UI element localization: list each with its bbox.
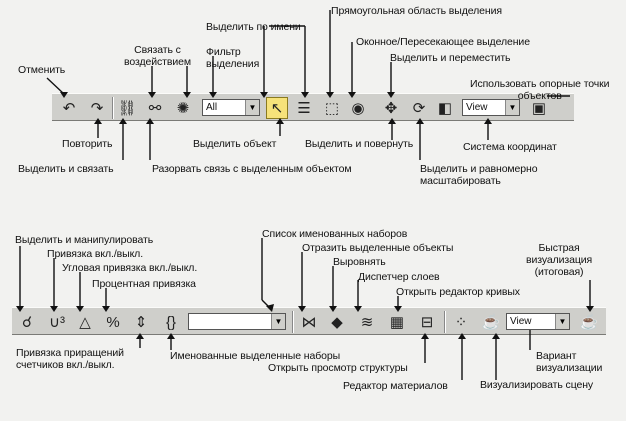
selection-filter-value: All xyxy=(206,102,218,113)
label-select-move: Выделить и переместить xyxy=(390,52,511,64)
render-scene-icon[interactable]: ☕ xyxy=(481,314,501,331)
label-redo: Повторить xyxy=(62,138,113,150)
label-layer-manager: Диспетчер слоев xyxy=(358,271,440,283)
label-spinner-snap: Привязка приращений счетчиков вкл./выкл. xyxy=(16,347,124,371)
select-by-name-icon[interactable]: ☰ xyxy=(297,100,311,117)
main-toolbar-bottom: ☌ ∪³ △ % ⇕ {} ▼ ⋈ ◆ ≋ ▦ ⊟ ⁘ ☕ View ▼ ☕ xyxy=(12,307,606,335)
chevron-down-icon: ▼ xyxy=(245,100,259,115)
label-ref-coord: Система координат xyxy=(463,141,557,153)
label-named-sets-list: Список именованных наборов xyxy=(262,228,408,240)
label-select-object: Выделить объект xyxy=(193,138,277,150)
pivot-center-icon[interactable]: ▣ xyxy=(531,100,547,117)
material-editor-icon[interactable]: ⁘ xyxy=(454,314,468,331)
layer-manager-icon[interactable]: ≋ xyxy=(360,314,374,331)
schematic-view-icon[interactable]: ⊟ xyxy=(420,314,434,331)
label-pivot-center: Использовать опорные точки объектов xyxy=(470,78,610,102)
label-select-scale: Выделить и равномерно масштабировать xyxy=(420,163,538,187)
label-select-manipulate: Выделить и манипулировать xyxy=(15,234,154,246)
window-crossing-icon[interactable]: ◉ xyxy=(351,100,365,117)
unlink-icon[interactable]: ⚯ xyxy=(148,100,162,117)
select-link-icon[interactable]: ⛓ xyxy=(117,100,137,117)
chevron-down-icon: ▼ xyxy=(555,314,569,329)
label-quick-render: Быстрая визуализация (итоговая) xyxy=(526,242,593,278)
label-mirror: Отразить выделенные объекты xyxy=(302,242,454,254)
rect-region-icon[interactable]: ⬚ xyxy=(324,100,340,117)
select-rotate-icon[interactable]: ⟳ xyxy=(412,100,426,117)
percent-snap-icon[interactable]: % xyxy=(106,313,120,331)
label-undo: Отменить xyxy=(18,64,66,76)
label-percent-snap: Процентная привязка xyxy=(92,278,196,290)
select-manipulate-icon[interactable]: ☌ xyxy=(21,314,33,331)
label-snap-toggle: Привязка вкл./выкл. xyxy=(47,248,144,260)
align-icon[interactable]: ◆ xyxy=(331,314,343,331)
bind-space-warp-icon[interactable]: ✺ xyxy=(176,100,190,117)
label-angle-snap: Угловая привязка вкл./выкл. xyxy=(62,262,198,274)
redo-icon[interactable]: ↷ xyxy=(90,100,104,117)
label-unlink: Разорвать связь с выделенным объектом xyxy=(152,163,352,175)
select-move-icon[interactable]: ✥ xyxy=(384,100,398,117)
named-sets-edit-icon[interactable]: {} xyxy=(165,313,177,331)
chevron-down-icon: ▼ xyxy=(271,314,285,329)
curve-editor-icon[interactable]: ▦ xyxy=(389,314,405,331)
label-window-crossing: Оконное/Пересекающее выделение xyxy=(356,36,530,48)
reference-coord-value: View xyxy=(466,102,488,113)
label-curve-editor: Открыть редактор кривых xyxy=(396,286,520,298)
separator xyxy=(112,97,114,119)
label-render-type: Вариант визуализации xyxy=(536,350,603,374)
separator xyxy=(444,311,446,333)
named-sets-dropdown[interactable]: ▼ xyxy=(188,313,286,330)
selection-filter-dropdown[interactable]: All ▼ xyxy=(202,99,260,116)
reference-coord-dropdown[interactable]: View ▼ xyxy=(462,99,520,116)
separator xyxy=(292,311,294,333)
label-schematic-view: Открыть просмотр структуры xyxy=(268,362,408,374)
mirror-icon[interactable]: ⋈ xyxy=(301,314,317,331)
label-render-scene: Визуализировать сцену xyxy=(480,379,594,391)
select-object-icon[interactable]: ↖ xyxy=(266,97,288,119)
render-type-dropdown[interactable]: View ▼ xyxy=(506,313,570,330)
select-scale-icon[interactable]: ◧ xyxy=(437,100,453,117)
label-selection-filter: Фильтр выделения xyxy=(206,46,260,70)
label-rect-region: Прямоугольная область выделения xyxy=(331,5,502,17)
spinner-snap-icon[interactable]: ⇕ xyxy=(134,314,148,331)
snap-toggle-icon[interactable]: ∪³ xyxy=(49,314,65,331)
label-material-editor: Редактор материалов xyxy=(343,380,448,392)
label-select-link: Выделить и связать xyxy=(18,163,114,175)
label-select-by-name: Выделить по имени xyxy=(206,21,301,33)
quick-render-icon[interactable]: ☕ xyxy=(579,314,599,331)
main-toolbar-top: ↶ ↷ ⛓ ⚯ ✺ All ▼ ↖ ☰ ⬚ ◉ ✥ ⟳ ◧ View ▼ ▣ xyxy=(52,93,574,121)
chevron-down-icon: ▼ xyxy=(505,100,519,115)
render-type-value: View xyxy=(510,316,532,327)
label-align: Выровнять xyxy=(333,256,386,268)
label-select-rotate: Выделить и повернуть xyxy=(305,138,414,150)
angle-snap-icon[interactable]: △ xyxy=(79,314,91,331)
label-bind-space-warp: Связать с воздействием xyxy=(124,44,191,68)
label-named-sets-edit: Именованные выделенные наборы xyxy=(170,350,341,362)
undo-icon[interactable]: ↶ xyxy=(62,100,76,117)
